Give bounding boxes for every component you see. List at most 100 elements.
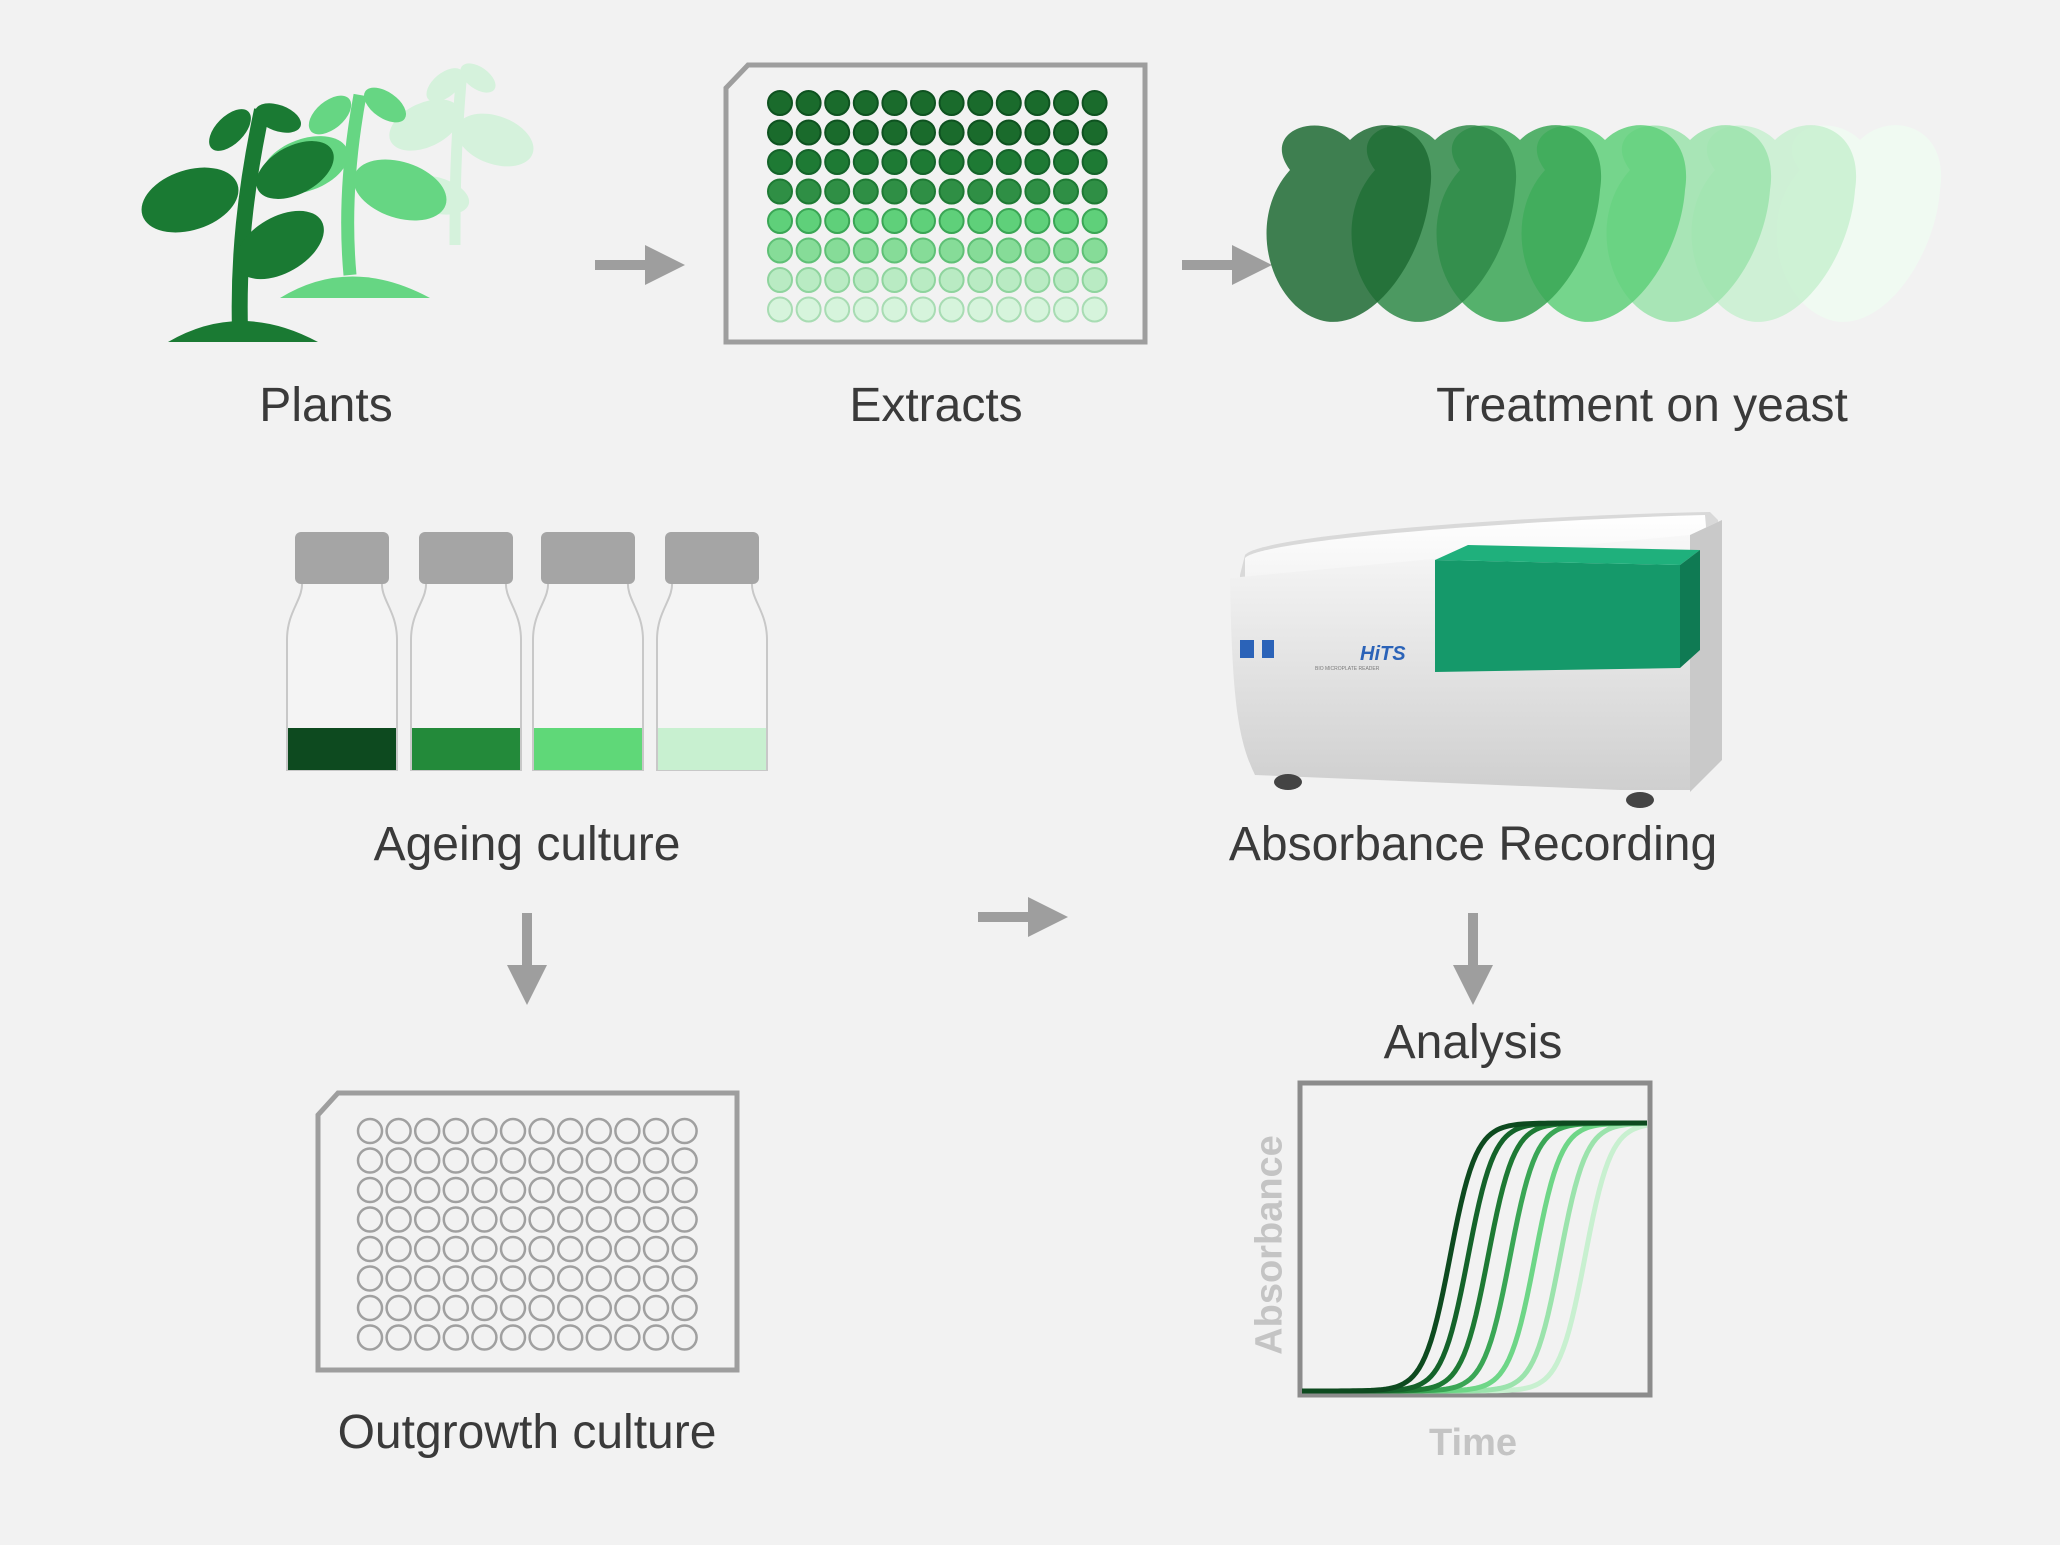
plate-well xyxy=(910,267,936,293)
plants-label: Plants xyxy=(259,379,393,432)
plate-well xyxy=(556,1294,584,1322)
plate-well xyxy=(938,178,965,205)
plate-well xyxy=(614,1324,641,1351)
plate-well xyxy=(1081,208,1108,234)
culture-bottle xyxy=(286,532,398,771)
plate-well xyxy=(413,1147,441,1174)
plate-well xyxy=(1053,149,1079,175)
plate-well xyxy=(413,1324,441,1351)
plate-well xyxy=(413,1117,441,1145)
plate-well xyxy=(938,267,965,293)
plate-well xyxy=(471,1206,498,1233)
plate-well xyxy=(499,1294,527,1322)
culture-bottle xyxy=(656,532,768,771)
plate-well xyxy=(471,1117,498,1145)
plate-well xyxy=(614,1294,641,1322)
plate-well xyxy=(795,149,822,175)
plate-well xyxy=(824,208,851,234)
plate-well xyxy=(1024,267,1051,293)
plate-well xyxy=(556,1235,584,1263)
plate-well xyxy=(824,119,851,146)
plate-well xyxy=(767,267,793,293)
plate-well xyxy=(442,1294,470,1322)
plate-well xyxy=(642,1147,670,1174)
plate-well xyxy=(967,90,994,116)
plate-well xyxy=(881,296,908,323)
culture-liquid xyxy=(658,728,766,770)
plate-well xyxy=(852,237,879,264)
plate-well xyxy=(556,1265,584,1292)
y-axis-label: Absorbance xyxy=(1248,1135,1291,1355)
plate-well xyxy=(1081,237,1108,264)
plate-well xyxy=(642,1206,670,1233)
plate-well xyxy=(385,1265,412,1292)
plate-well xyxy=(767,296,793,323)
plate-well xyxy=(385,1235,412,1263)
plate-well xyxy=(795,296,822,323)
plate-well xyxy=(499,1324,527,1351)
plate-well xyxy=(1081,296,1108,323)
plant-icon xyxy=(141,63,534,342)
plate-well xyxy=(1024,119,1051,146)
plate-well xyxy=(1024,237,1051,264)
plate-well xyxy=(1053,237,1079,264)
plate-well xyxy=(1053,90,1079,116)
plate-well xyxy=(413,1206,441,1233)
reader-subtitle: BIO MICROPLATE READER xyxy=(1315,666,1380,672)
plate-well xyxy=(852,119,879,146)
plate-well xyxy=(1024,149,1051,175)
plate-well xyxy=(385,1176,412,1204)
plate-well xyxy=(881,119,908,146)
plate-well xyxy=(1053,178,1079,205)
microplate-reader-icon: HiTS BIO MICROPLATE READER xyxy=(1230,512,1722,808)
plate-well xyxy=(995,149,1022,175)
plate-well xyxy=(1024,90,1051,116)
plate-well xyxy=(471,1324,498,1351)
culture-liquid xyxy=(412,728,520,770)
plate-well xyxy=(642,1265,670,1292)
plate-well xyxy=(471,1265,498,1292)
plate-well xyxy=(852,267,879,293)
plate-well xyxy=(356,1206,384,1233)
plate-well xyxy=(528,1206,555,1233)
plate-well xyxy=(413,1235,441,1263)
microplate-icon xyxy=(315,1090,740,1373)
plate-well xyxy=(1024,178,1051,205)
plate-well xyxy=(852,208,879,234)
plate-well xyxy=(385,1324,412,1351)
plate-well xyxy=(499,1117,527,1145)
plate-well xyxy=(795,208,822,234)
plate-well xyxy=(671,1147,698,1174)
plate-well xyxy=(1053,267,1079,293)
outgrowth-label: Outgrowth culture xyxy=(337,1406,717,1459)
plate-well xyxy=(1081,119,1108,146)
plate-well xyxy=(995,237,1022,264)
plate-well xyxy=(995,178,1022,205)
plate-well xyxy=(1053,119,1079,146)
plate-well xyxy=(910,208,936,234)
plate-well xyxy=(614,1176,641,1204)
plate-well xyxy=(356,1147,384,1174)
plate-well xyxy=(767,178,793,205)
plate-well xyxy=(528,1324,555,1351)
plate-well xyxy=(642,1294,670,1322)
plate-well xyxy=(824,90,851,116)
plate-well xyxy=(442,1147,470,1174)
plate-well xyxy=(671,1117,698,1145)
plate-well xyxy=(556,1176,584,1204)
plate-well xyxy=(967,237,994,264)
plate-well xyxy=(556,1324,584,1351)
plate-well xyxy=(767,208,793,234)
ageing-label: Ageing culture xyxy=(373,818,681,871)
plate-well xyxy=(499,1235,527,1263)
culture-bottle xyxy=(410,532,522,771)
plate-well xyxy=(528,1117,555,1145)
plate-well xyxy=(881,267,908,293)
yeast-cell-icon xyxy=(1266,125,1942,322)
plate-well xyxy=(995,90,1022,116)
plate-well xyxy=(795,267,822,293)
plate-well xyxy=(356,1176,384,1204)
microplate-icon xyxy=(723,62,1148,345)
plate-well xyxy=(385,1206,412,1233)
